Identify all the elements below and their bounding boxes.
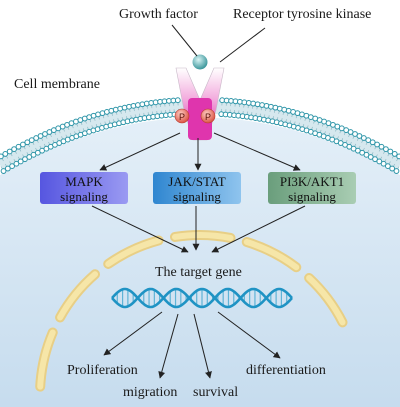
lipid-head [369,139,376,146]
phospho-label-right: P [205,112,211,122]
outcome-proliferation: Proliferation [67,363,138,378]
lipid-head [376,158,383,165]
arrow-to-migration [158,313,179,379]
receptor-leader [219,27,266,63]
cell-membrane-label: Cell membrane [14,77,100,92]
lipid-head [396,153,400,160]
envelope-segment [306,274,346,326]
envelope-segment [57,271,99,321]
growth-factor-icon [192,54,208,70]
lipid-head [372,156,378,163]
target-gene-label: The target gene [155,265,242,280]
lipid-head [383,146,389,152]
arrow-to-survival [193,313,212,379]
lipid-head [389,165,396,172]
lipid-head [13,160,20,167]
lipid-head [0,168,7,174]
pathway-name: MAPK [65,174,103,189]
envelope-segment [171,232,234,241]
pathway-box-mapk: MAPK signaling [40,172,128,204]
cytoplasm [0,117,400,407]
lipid-head [2,151,9,157]
lipid-head [367,154,374,160]
growth-factor-label: Growth factor [119,7,198,22]
lipid-bilayer [0,97,400,174]
pathway-suffix: signaling [60,189,108,204]
lipid-head [380,160,387,167]
pathway-box-jakstat: JAK/STAT signaling [153,172,241,204]
lipid-head [24,139,31,146]
lipid-head [0,153,4,160]
lipid-head [22,156,28,163]
receptor-icon [175,67,225,141]
lipid-head [6,148,13,155]
arrow-pi3k-to-gene [211,205,306,253]
lipid-head [20,141,26,148]
phospho-label-left: P [179,112,185,122]
lipid-head [391,151,398,157]
lipid-head [15,143,22,150]
lipid-head [11,146,17,152]
arrow-mapk-to-gene [91,205,189,253]
arrow-to-differentiation [217,311,281,359]
phosphate-icon-left [174,108,190,124]
pathway-suffix: signaling [173,189,221,204]
lipid-head [174,97,181,104]
nuclear-envelope [35,230,348,392]
pathway-name: JAK/STAT [168,174,226,189]
lipid-head [378,143,385,150]
envelope-segment [243,238,300,271]
phosphate-icon-right [200,108,216,124]
lipid-head [387,148,394,155]
receptor-label: Receptor tyrosine kinase [233,7,372,22]
pathway-box-pi3k: PI3K/AKT1 signaling [268,172,356,204]
lipid-head [17,158,24,165]
dna-strand [111,287,293,309]
pathway-name: PI3K/AKT1 [279,174,345,189]
lipid-head [384,163,391,170]
lipid-head [360,135,367,141]
lipid-head [365,137,372,144]
envelope-segment [37,329,56,390]
lipid-head [374,141,380,148]
lipid-head [28,137,35,144]
lipid-head [9,163,16,170]
envelope-segment [105,237,162,267]
outcome-differentiation: differentiation [246,363,326,378]
outcome-migration: migration [123,385,178,400]
pathway-suffix: signaling [288,189,336,204]
growth-factor-leader [171,24,198,57]
dna-strand [111,287,293,309]
arrow-receptor-to-mapk [99,132,181,171]
dna-helix-icon [111,287,293,309]
arrow-receptor-to-pi3k [213,132,301,171]
lipid-head [4,165,11,172]
outcome-survival: survival [193,385,239,400]
lipid-head [393,168,400,174]
arrow-to-proliferation [103,311,163,356]
